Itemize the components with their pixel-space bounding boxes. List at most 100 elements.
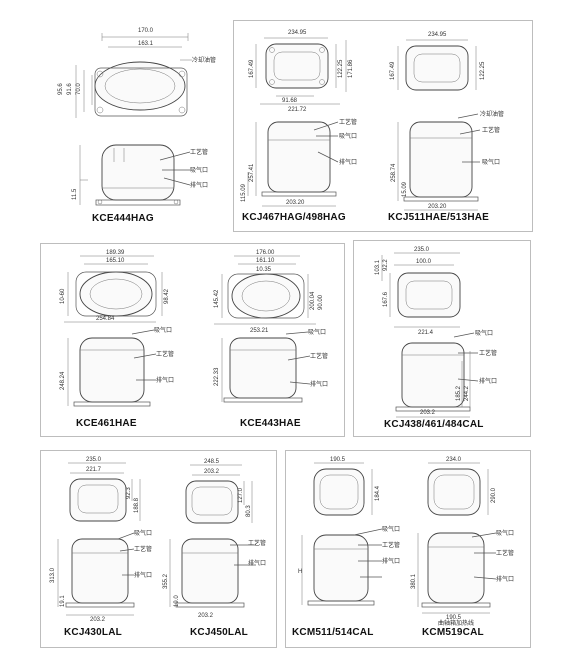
dim-labels-kcj430lal: 235.0 221.7 92.3 188.8 313.0 19.1 203.2 … <box>50 457 152 623</box>
label-suction: 吸气口 <box>339 132 357 140</box>
drawing-kcj511hae <box>397 39 481 211</box>
label-process: 工艺管 <box>382 541 400 549</box>
dim-width-3: 221.72 <box>288 107 307 113</box>
dim-side-height: H <box>298 569 302 575</box>
label-suction: 吸气口 <box>475 329 493 337</box>
label-suction: 吸气口 <box>190 166 208 174</box>
dim-width-3: 253.21 <box>250 328 269 334</box>
model-name: KCM519CAL <box>422 627 484 638</box>
dim-top-width: 248.5 <box>204 459 220 465</box>
dim-base-height: 115.09 <box>241 183 247 202</box>
panel-kcj438cal: 103.1 235.0 100.0 92.2 167.6 221.4 185.2… <box>353 240 531 437</box>
dim-height-3: 171.86 <box>348 59 354 78</box>
dim-top-width: 189.39 <box>106 250 125 256</box>
label-suction: 吸气口 <box>308 328 326 336</box>
dim-top-width-2: 161.10 <box>256 258 275 264</box>
panel-kcj430lal: 235.0 221.7 92.3 188.8 313.0 19.1 203.2 … <box>44 453 156 643</box>
drawing-kcm511cal <box>301 462 383 606</box>
panel-kce443hae: 176.00 161.10 10.35 145.42 200.04 90.00 … <box>200 246 340 432</box>
panel-kce461hae: 189.39 165.10 10-60 98.42 254.84 248.24 … <box>44 246 194 432</box>
dim-base-height: 19.0 <box>174 595 180 607</box>
model-name: KCJ430LAL <box>64 627 122 638</box>
dim-labels-kce443hae: 176.00 161.10 10.35 145.42 200.04 90.00 … <box>214 250 328 388</box>
drawing-kcm519cal <box>417 462 497 614</box>
label-process: 工艺管 <box>134 545 152 553</box>
drawing-kce443hae <box>214 255 316 403</box>
dim-side-height: 257.41 <box>249 163 255 182</box>
dim-height-1: 167.49 <box>249 59 255 78</box>
label-process: 工艺管 <box>479 349 497 357</box>
label-suction: 吸气口 <box>134 529 152 537</box>
dim-base-width: 203.2 <box>90 617 106 623</box>
dim-labels-kcj438cal: 103.1 235.0 100.0 92.2 167.6 221.4 185.2… <box>375 247 497 416</box>
dim-top-width-2: 100.0 <box>416 259 432 265</box>
dim-width-3: 221.4 <box>418 330 434 336</box>
model-name: KCE443HAE <box>240 418 301 429</box>
dim-top-width: 234.95 <box>288 30 307 36</box>
label-suction: 吸气口 <box>154 326 172 334</box>
model-name: KCJ511HAE/513HAE <box>388 212 490 223</box>
model-name: KCE444HAG <box>92 213 154 224</box>
dim-top-width: 190.5 <box>330 457 346 463</box>
dim-base-width: 203.2 <box>198 613 214 619</box>
dim-labels-kcm519cal: 234.0 290.0 380.1 190.5 吸气口 工艺管 排气口 曲轴箱加… <box>411 457 514 627</box>
dim-labels-kcj467hag: 234.95 167.49 122.25 171.86 91.68 221.72… <box>241 30 357 206</box>
dim-labels-kcj511hae: 234.95 167.49 122.25 258.74 15.09 203.20… <box>390 32 504 210</box>
dim-height-1: 10-60 <box>60 288 66 304</box>
dim-height-2: 98.42 <box>164 288 170 304</box>
dim-base-width: 203.2 <box>420 410 436 416</box>
dim-height-1: 92.2 <box>383 259 389 271</box>
dim-side-height: 222.33 <box>214 367 220 386</box>
dim-width-3: 254.84 <box>96 316 115 322</box>
label-discharge: 排气口 <box>134 571 152 579</box>
dim-side-height: 258.74 <box>391 163 397 182</box>
dim-height-0: 103.1 <box>375 259 381 275</box>
panel-kcm511cal: 190.5 184.4 H 吸气口 工艺管 排气口 KCM511/514CAL <box>288 453 410 643</box>
drawing-kcj467hag <box>247 37 347 207</box>
label-discharge: 排气口 <box>382 557 400 565</box>
panel-kce444hag: 170.0 163.1 95.6 91.6 70.0 11.5 冷却油管 工艺管… <box>40 20 229 230</box>
dim-height-2: 122.25 <box>480 61 486 80</box>
dim-height-2: 188.8 <box>134 497 140 513</box>
label-suction: 吸气口 <box>496 529 514 537</box>
model-name: KCJ467HAG/498HAG <box>242 212 346 223</box>
model-name: KCJ450LAL <box>190 627 248 638</box>
label-bracket: 冷却油管 <box>480 110 504 118</box>
dim-top-width-2: 163.1 <box>138 41 154 47</box>
dim-base-width: 190.5 <box>446 615 462 621</box>
dim-top-width: 234.95 <box>428 32 447 38</box>
dim-labels-kce461hae: 189.39 165.10 10-60 98.42 254.84 248.24 … <box>60 250 174 390</box>
label-process: 工艺管 <box>248 539 266 547</box>
dim-labels-kcm511cal: 190.5 184.4 H 吸气口 工艺管 排气口 <box>298 457 400 575</box>
label-discharge: 排气口 <box>248 559 266 567</box>
dim-top-width-3: 10.35 <box>256 267 272 273</box>
label-process: 工艺管 <box>482 126 500 134</box>
drawing-kce444hag <box>75 33 192 206</box>
dim-height-1: 127.0 <box>238 487 244 503</box>
dim-base-height: 15.09 <box>402 181 408 197</box>
model-name: KCM511/514CAL <box>292 627 374 638</box>
label-process: 工艺管 <box>310 352 328 360</box>
dim-height-1: 290.0 <box>491 487 497 503</box>
drawing-kcj438cal <box>381 252 479 418</box>
label-process: 工艺管 <box>156 350 174 358</box>
dim-height-1: 145.42 <box>214 289 220 308</box>
dim-labels-kce444hag: 170.0 163.1 95.6 91.6 70.0 11.5 冷却油管 工艺管… <box>58 28 216 200</box>
label-process: 工艺管 <box>190 148 208 156</box>
dim-height-1: 167.49 <box>390 61 396 80</box>
label-process: 工艺管 <box>496 549 514 557</box>
drawing-kcj450lal <box>169 464 256 608</box>
dim-height-1: 95.6 <box>58 83 64 95</box>
dim-height-3: 70.0 <box>76 83 82 95</box>
label-discharge: 排气口 <box>479 377 497 385</box>
dim-height-2: 122.25 <box>338 59 344 78</box>
label-heater: 曲轴箱加热线 <box>438 619 474 627</box>
dim-top-width: 235.0 <box>86 457 102 463</box>
model-name: KCJ438/461/484CAL <box>384 419 484 430</box>
dim-top-width-2: 203.2 <box>204 469 220 475</box>
label-bracket: 冷却油管 <box>192 56 216 64</box>
dim-height-2: 91.6 <box>67 83 73 95</box>
dim-top-width: 176.00 <box>256 250 275 256</box>
label-discharge: 排气口 <box>310 380 328 388</box>
dim-base-width: 203.20 <box>286 200 305 206</box>
